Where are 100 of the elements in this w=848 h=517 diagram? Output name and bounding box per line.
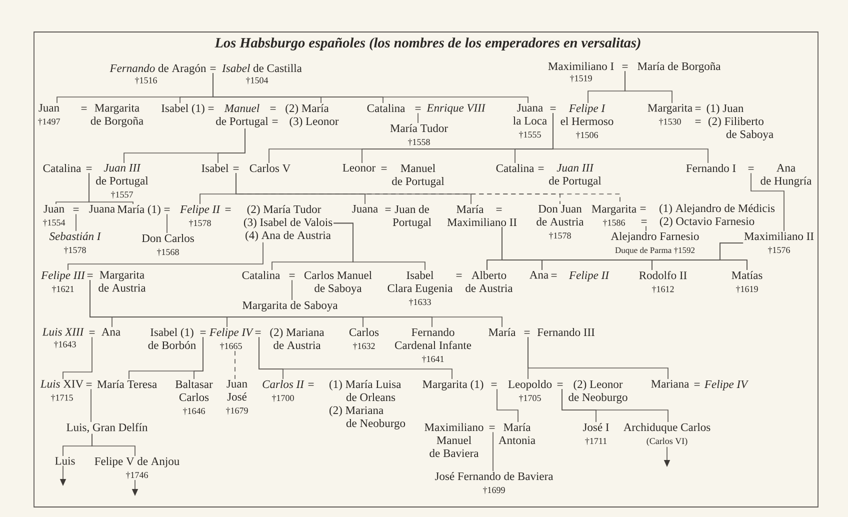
person-name: Juana [352, 205, 378, 213]
person-name: María Antonia [498, 423, 536, 444]
person-name: (2) Leonor de Neoburgo [568, 380, 628, 404]
person-name: Alejandro Farnesio Duque de Parma †1592 [610, 232, 699, 255]
equals-sign: = [210, 66, 216, 70]
person-name: Margarita de Saboya [242, 301, 338, 312]
connector-line [624, 70, 672, 104]
person-name: Juan III de Portugal [549, 164, 602, 187]
person-name: Fernando Cardenal Infante †1641 [395, 328, 472, 364]
person-name: (2) Mariana de Neoburgo [330, 406, 406, 430]
equals-sign: = [270, 106, 276, 110]
person-name: Ana [102, 328, 120, 336]
equals-sign: = [289, 274, 295, 277]
equals-sign: = [640, 206, 646, 210]
person-name: Matías †1619 [732, 271, 762, 294]
equals-sign: = [641, 220, 647, 223]
person-name: Alberto de Austria [466, 271, 513, 292]
connector-line [92, 433, 136, 456]
person-name: Carlos †1632 [349, 328, 379, 350]
person-name: (2) Octavio Farnesio [660, 217, 754, 228]
connector-line [562, 388, 668, 422]
person-name: (4) Ana de Austria [246, 231, 331, 242]
connector-line [166, 214, 168, 234]
equals-sign: = [538, 166, 544, 170]
connector-line [90, 280, 502, 328]
person-name: (2) María [286, 104, 329, 114]
equals-sign: = [695, 120, 701, 123]
person-name: Juan III de Portugal †1557 [96, 164, 148, 199]
person-name: (1) Juan [706, 104, 744, 114]
equals-sign: = [385, 208, 391, 211]
connector-line [218, 128, 246, 164]
equals-sign: = [81, 106, 87, 110]
person-name: José Fernando de Baviera †1699 [435, 472, 554, 494]
person-name: Margarita †1530 [648, 104, 692, 126]
person-name: María [488, 328, 516, 336]
title: Los Habsburgo españoles (los nombres de los emperadores en versalitas) [214, 38, 640, 50]
person-name: Juana la Loca †1555 [513, 104, 547, 139]
person-name: Juan de Portugal [392, 205, 432, 228]
person-name: María (1) [117, 205, 160, 216]
person-name: Felipe IV †1665 [209, 328, 254, 350]
connector-line [552, 112, 708, 164]
person-name: Catalina [496, 164, 534, 172]
death-date: †1643 [54, 341, 76, 348]
connector-line [492, 432, 494, 472]
connector-line [62, 336, 92, 380]
equals-sign: = [748, 166, 754, 170]
equals-sign: = [272, 120, 278, 123]
person-name: José I †1711 [583, 423, 609, 446]
person-name: Ana [530, 271, 548, 279]
person-name: Juana [89, 205, 115, 213]
person-name: Luis [55, 457, 75, 465]
equals-sign: = [381, 166, 387, 170]
connector-line [333, 222, 426, 270]
equals-sign: = [496, 208, 502, 211]
person-name: Felipe I el Hermoso †1506 [560, 104, 614, 140]
equals-sign: = [557, 382, 563, 386]
dashed-line [236, 172, 620, 204]
dashed-line [234, 350, 236, 380]
person-name: Maximiliano II [447, 218, 517, 226]
person-name: (3) Leonor [290, 117, 339, 128]
person-name: Felipe IV [704, 380, 749, 390]
person-name: Catalina [367, 104, 405, 112]
person-name: Isabel de Castilla [222, 64, 302, 72]
person-name: (3) Isabel de Valois [244, 218, 332, 228]
equals-sign: = [208, 106, 214, 110]
person-name: Margarita de Austria [98, 271, 146, 292]
connector-line [68, 242, 264, 270]
person-name: Felipe III †1621 [41, 271, 86, 294]
connector-line [88, 172, 134, 204]
equals-sign: = [73, 208, 79, 211]
person-name: Fernando III [537, 328, 594, 336]
person-name: Carlos V [250, 164, 290, 172]
equals-sign: = [695, 106, 701, 110]
person-name: María de Borgoña [638, 62, 721, 72]
person-name: Enrique VIII [426, 104, 486, 114]
person-name: Isabel [202, 164, 228, 172]
connector-line [212, 72, 528, 104]
person-name: (2) Mariana de Austria [270, 328, 324, 350]
person-name: Baltasar Carlos †1646 [176, 380, 213, 416]
person-name: Margarita †1586 [592, 205, 636, 227]
person-name: (2) Filiberto de Saboya [708, 117, 774, 140]
person-name: Juan †1497 [38, 104, 60, 126]
person-name: María [456, 205, 484, 214]
person-name: Catalina [242, 271, 280, 280]
death-date: †1516 [135, 77, 157, 84]
equals-sign: = [200, 330, 206, 334]
equals-sign: = [233, 166, 239, 170]
equals-sign: = [89, 330, 95, 334]
equals-sign: = [255, 330, 261, 334]
person-name: Felipe V de Anjou †1746 [94, 457, 180, 480]
connector-line [258, 336, 452, 380]
person-name: Felipe II [569, 271, 610, 282]
equals-sign: = [87, 274, 93, 277]
equals-sign: = [491, 382, 497, 386]
person-name: Fernando I [686, 164, 736, 172]
person-name: Catalina [43, 164, 81, 172]
person-name: Margarita (1) [422, 380, 484, 390]
person-name: María Tudor †1558 [390, 124, 448, 146]
person-name: Isabel (1) de Borbón [148, 328, 196, 350]
person-name: Maximiliano II †1576 [744, 232, 814, 254]
